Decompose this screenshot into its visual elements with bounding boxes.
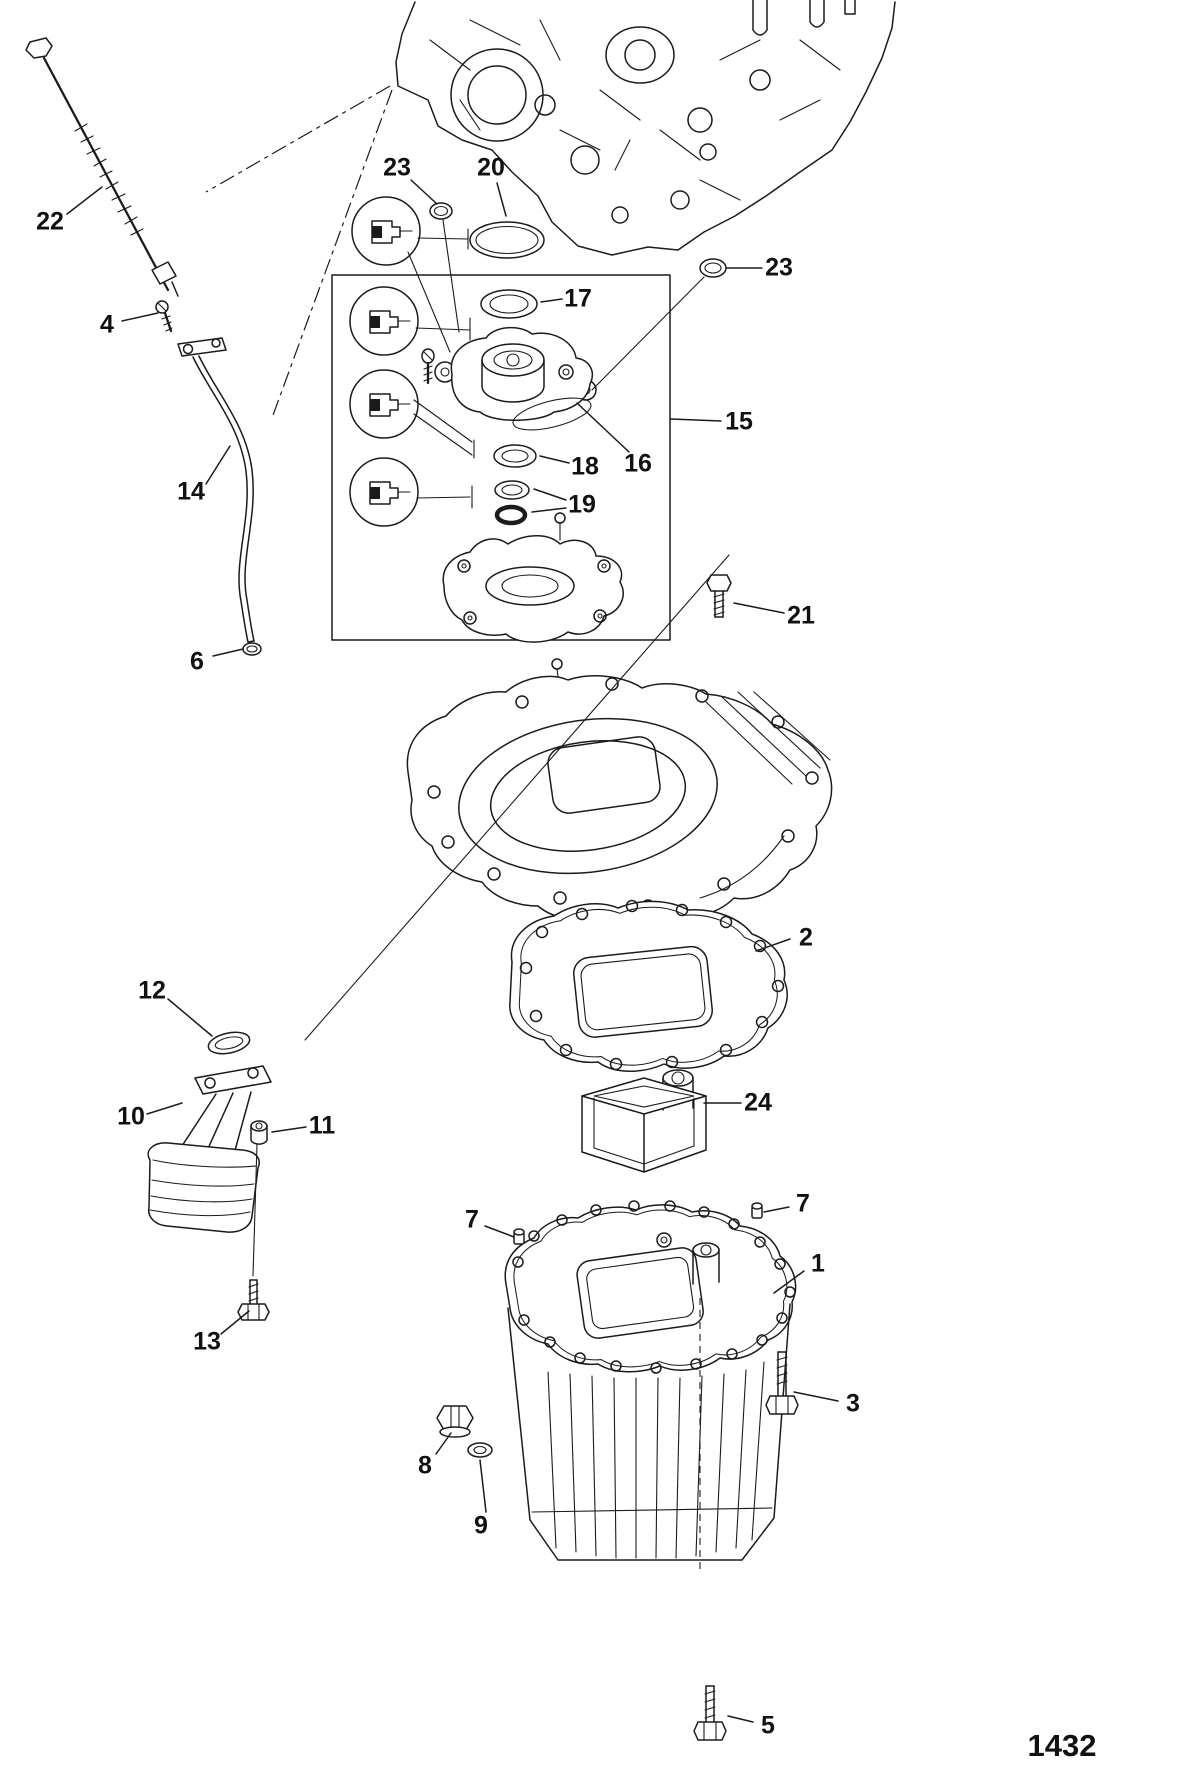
engine-block (395, 0, 896, 256)
seal-detail-circle-2 (349, 286, 419, 356)
pan-bolt-5 (693, 1685, 727, 1741)
pickup-bolt-13 (237, 1279, 270, 1321)
gasket-bolt-holes (519, 899, 785, 1071)
seals-19 (494, 480, 530, 526)
callout-16: 16 (624, 449, 652, 478)
seal-18 (493, 444, 537, 468)
dipstick-retainer-screw (155, 300, 173, 333)
lower-pump-housing (442, 512, 624, 643)
pan-ribs (547, 1361, 765, 1559)
alignment-centerlines (205, 85, 393, 419)
drain-washer-9 (467, 1442, 493, 1458)
pickup-fitting-11 (250, 1120, 268, 1277)
tube-oring (242, 642, 262, 656)
callout-5: 5 (761, 1711, 775, 1740)
callout-18: 18 (571, 452, 599, 481)
assembly-axis-line (304, 554, 730, 1041)
adapter-housing (406, 658, 833, 926)
callout-24: 24 (744, 1088, 772, 1117)
callout-1: 1 (811, 1249, 825, 1278)
seal-detail-circle-1 (351, 196, 421, 266)
pickup-oring-12 (207, 1031, 251, 1055)
mounting-bolt-21 (706, 574, 732, 618)
callout-3: 3 (846, 1389, 860, 1418)
callout-21: 21 (787, 601, 815, 630)
dipstick-spring (74, 123, 144, 236)
dipstick-tube (177, 337, 255, 643)
drain-plug-8 (436, 1405, 474, 1438)
pump-driver-housing (581, 1069, 707, 1173)
oring-23-top (429, 202, 453, 220)
callout-23-top: 23 (383, 153, 411, 182)
callout-13: 13 (193, 1327, 221, 1356)
callout-6: 6 (190, 647, 204, 676)
dipstick (25, 37, 179, 297)
detail-pointer-lines (407, 219, 475, 509)
callout-9: 9 (474, 1511, 488, 1540)
seal-detail-circle-3 (349, 369, 419, 439)
large-oring-20 (469, 221, 545, 259)
oil-pump-assembly-box (331, 196, 671, 643)
adapter-gasket (509, 899, 788, 1072)
callout-10: 10 (117, 1102, 145, 1131)
callout-22: 22 (36, 207, 64, 236)
callout-20: 20 (477, 153, 505, 182)
callout-17: 17 (564, 284, 592, 313)
oring-23-right (591, 258, 727, 391)
callout-4: 4 (100, 310, 114, 339)
callout-7-right: 7 (796, 1189, 810, 1218)
dowel-pin-7-left (513, 1228, 525, 1245)
drawing-number: 1432 (1027, 1728, 1097, 1763)
seal-17 (480, 289, 538, 319)
callout-14: 14 (177, 477, 205, 506)
leader-lines (66, 179, 839, 1723)
callout-15: 15 (725, 407, 753, 436)
callout-19: 19 (568, 490, 596, 519)
callout-8: 8 (418, 1451, 432, 1480)
oil-pan (504, 1200, 797, 1572)
seal-detail-circle-4 (349, 457, 419, 527)
dowel-pin-7-right (751, 1202, 763, 1219)
callout-23-right: 23 (765, 253, 793, 282)
callout-2: 2 (799, 923, 813, 952)
pan-bolt-holes (512, 1200, 796, 1374)
pump-oring-16 (512, 397, 592, 431)
callout-7-left: 7 (465, 1205, 479, 1234)
oil-pump-body (421, 326, 597, 421)
callout-11: 11 (308, 1111, 336, 1140)
callout-12: 12 (138, 976, 166, 1005)
pan-bolt-3 (765, 1351, 799, 1415)
oil-pickup-tube (147, 1065, 272, 1233)
